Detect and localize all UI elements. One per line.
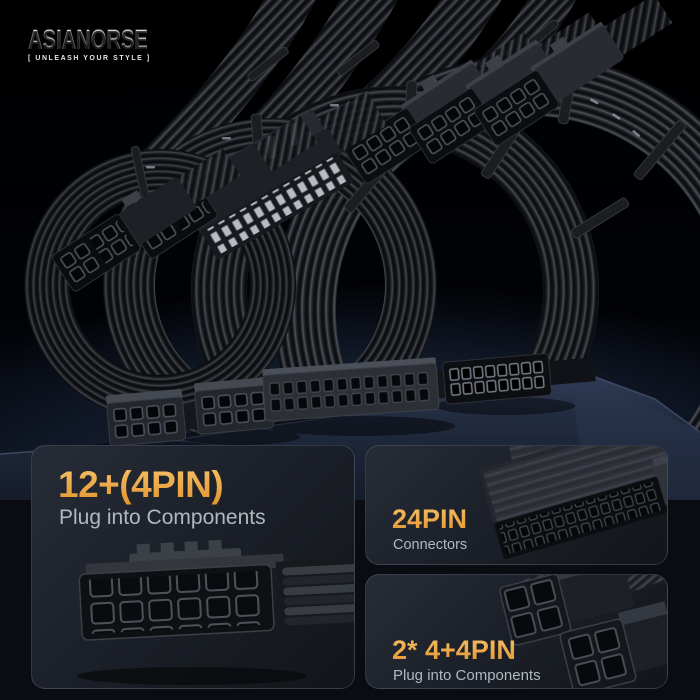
brand-name: ASIANORSE xyxy=(28,24,148,55)
connector-4pin-a xyxy=(499,575,635,646)
12pin-connector-graphic xyxy=(77,540,354,685)
pcie-8pin-connectors xyxy=(344,0,673,184)
card-44pin-title: 2* 4+4PIN xyxy=(392,635,516,665)
connector-4pin-b xyxy=(559,601,667,688)
bottom-16pin-connector xyxy=(442,353,596,405)
24pin-connector-graphic xyxy=(479,446,667,559)
card-24pin-title: 24PIN xyxy=(392,504,468,534)
dual-4plus4pin-connector-graphic xyxy=(499,575,667,688)
card-44pin-subtitle: Plug into Components xyxy=(393,667,541,684)
card-24pin-subtitle: Connectors xyxy=(393,537,468,553)
brand-logo: ASIANORSE [ UNLEASH YOUR STYLE ] xyxy=(28,24,194,63)
card-12pin-title: 12+(4PIN) xyxy=(58,464,224,505)
bottom-8pin-connector-a xyxy=(106,389,221,447)
card-12pin: 12+(4PIN) Plug into Components xyxy=(31,445,355,689)
card-12pin-subtitle: Plug into Components xyxy=(59,506,266,529)
brand-tagline: [ UNLEASH YOUR STYLE ] xyxy=(28,55,151,62)
cpu-4plus4pin-connectors xyxy=(52,115,318,292)
card-24pin: 24PIN Connectors xyxy=(365,445,668,565)
card-44pin: 2* 4+4PIN Plug into Components xyxy=(365,574,668,689)
